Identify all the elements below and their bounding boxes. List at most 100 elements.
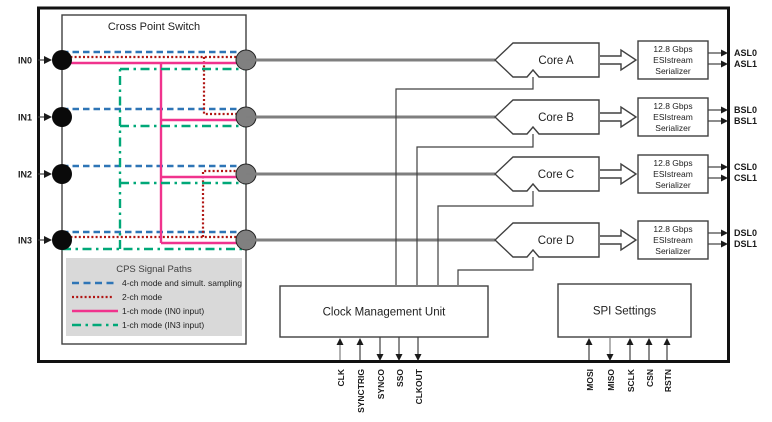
serializer-b-line2: ESIstream — [653, 112, 693, 122]
pin-label-clk: CLK — [336, 368, 346, 386]
path-1ch-in3 — [62, 67, 246, 251]
block-arrow-c — [600, 162, 638, 186]
arrowhead-asl0 — [721, 49, 728, 57]
cmu-box — [279, 285, 489, 338]
core-b-label: Core B — [538, 112, 574, 124]
core-b-shape — [493, 99, 600, 135]
serializer-c-line3: Serializer — [655, 180, 691, 190]
core-c-label: Core C — [538, 169, 574, 181]
cps-title: Cross Point Switch — [108, 21, 200, 33]
arrowhead-rstn — [663, 338, 671, 345]
arrowhead-csl0 — [721, 163, 728, 171]
cps-input-node-3 — [52, 230, 72, 250]
block-arrow-a — [600, 48, 638, 72]
spi-settings: SPI Settings MOSI MISO SCLK CSN RSTN — [557, 283, 692, 392]
core-d-label: Core D — [538, 235, 574, 247]
pin-label-in1: IN1 — [18, 113, 32, 123]
core-a-label: Core A — [538, 55, 573, 67]
arrowhead-dsl1 — [721, 240, 728, 248]
pin-label-sclk: SCLK — [626, 368, 636, 392]
core-d-shape — [493, 222, 600, 258]
analog-inputs: IN0 IN1 IN2 IN3 — [18, 56, 52, 246]
block-arrow-d — [600, 228, 638, 252]
serializer-a-line2: ESIstream — [653, 55, 693, 65]
legend-title: CPS Signal Paths — [116, 264, 192, 275]
arrowhead-synctrig — [356, 338, 364, 345]
pin-label-in3: IN3 — [18, 236, 32, 246]
serializer-a-line1: 12.8 Gbps — [653, 44, 692, 54]
legend-label-2ch: 2-ch mode — [122, 292, 162, 302]
serializer-b-line1: 12.8 Gbps — [653, 101, 692, 111]
pin-label-synco: SYNCO — [376, 369, 386, 400]
pin-label-mosi: MOSI — [585, 369, 595, 391]
pin-label-bsl0: BSL0 — [734, 105, 757, 115]
legend-label-4ch: 4-ch mode and simult. sampling — [122, 278, 242, 288]
arrowhead-clk — [336, 338, 344, 345]
serializer-a-box — [637, 40, 709, 80]
serializer-d-line2: ESIstream — [653, 235, 693, 245]
pin-label-miso: MISO — [606, 369, 616, 391]
cps-legend: CPS Signal Paths 4-ch mode and simult. s… — [66, 258, 242, 336]
core-b-chain: Core B 12.8 Gbps ESIstream Serializer BS… — [493, 97, 757, 137]
arrowhead-in3 — [44, 236, 52, 244]
arrowhead-bsl1 — [721, 117, 728, 125]
arrowhead-mosi — [585, 338, 593, 345]
spi-title: SPI Settings — [593, 306, 657, 318]
pin-label-csl1: CSL1 — [734, 173, 757, 183]
pin-label-sso: SSO — [395, 369, 405, 387]
cps-input-node-0 — [52, 50, 72, 70]
cps-input-node-2 — [52, 164, 72, 184]
block-arrow-b — [600, 105, 638, 129]
clock-distribution-lines — [395, 77, 534, 285]
serializer-b-line3: Serializer — [655, 123, 691, 133]
pin-label-asl0: ASL0 — [734, 48, 757, 58]
analog-routing — [246, 58, 495, 242]
core-a-chain: Core A 12.8 Gbps ESIstream Serializer AS… — [493, 40, 757, 80]
arrowhead-synco — [376, 354, 384, 361]
chip-outline — [37, 6, 730, 363]
serializer-c-line1: 12.8 Gbps — [653, 158, 692, 168]
arrowhead-sclk — [626, 338, 634, 345]
cmu-title: Clock Management Unit — [323, 307, 447, 319]
pin-label-csl0: CSL0 — [734, 162, 757, 172]
arrowhead-in1 — [44, 113, 52, 121]
pin-label-asl1: ASL1 — [734, 59, 757, 69]
pin-label-rstn: RSTN — [663, 369, 673, 392]
arrowhead-bsl0 — [721, 106, 728, 114]
arrowhead-miso — [606, 354, 614, 361]
core-d-chain: Core D 12.8 Gbps ESIstream Serializer DS… — [493, 220, 757, 260]
arrowhead-csl1 — [721, 174, 728, 182]
serializer-c-line2: ESIstream — [653, 169, 693, 179]
serializer-a-line3: Serializer — [655, 66, 691, 76]
arrowhead-csn — [645, 338, 653, 345]
cps-input-node-1 — [52, 107, 72, 127]
core-a-shape — [493, 42, 600, 78]
legend-label-1ch-in3: 1-ch mode (IN3 input) — [122, 320, 204, 330]
spi-box — [557, 283, 692, 338]
serializer-d-line3: Serializer — [655, 246, 691, 256]
core-c-chain: Core C 12.8 Gbps ESIstream Serializer CS… — [493, 154, 757, 194]
pin-label-in0: IN0 — [18, 56, 32, 66]
pin-label-csn: CSN — [645, 369, 655, 387]
arrowhead-sso — [395, 354, 403, 361]
arrowhead-in2 — [44, 170, 52, 178]
path-1ch-in0 — [62, 61, 246, 245]
core-c-shape — [493, 156, 600, 192]
serializer-d-line1: 12.8 Gbps — [653, 224, 692, 234]
pin-label-bsl1: BSL1 — [734, 116, 757, 126]
serializer-c-box — [637, 154, 709, 194]
serializer-b-box — [637, 97, 709, 137]
serializer-d-box — [637, 220, 709, 260]
legend-label-1ch-in0: 1-ch mode (IN0 input) — [122, 306, 204, 316]
pin-label-clkout: CLKOUT — [414, 368, 424, 404]
clock-management-unit: Clock Management Unit CLK SYNCTRIG SYNCO… — [279, 285, 489, 413]
legend-box — [66, 258, 242, 336]
arrowhead-clkout — [414, 354, 422, 361]
pin-label-in2: IN2 — [18, 170, 32, 180]
pin-label-dsl0: DSL0 — [734, 228, 757, 238]
arrowhead-asl1 — [721, 60, 728, 68]
pin-label-synctrig: SYNCTRIG — [356, 369, 366, 413]
arrowhead-in0 — [44, 56, 52, 64]
